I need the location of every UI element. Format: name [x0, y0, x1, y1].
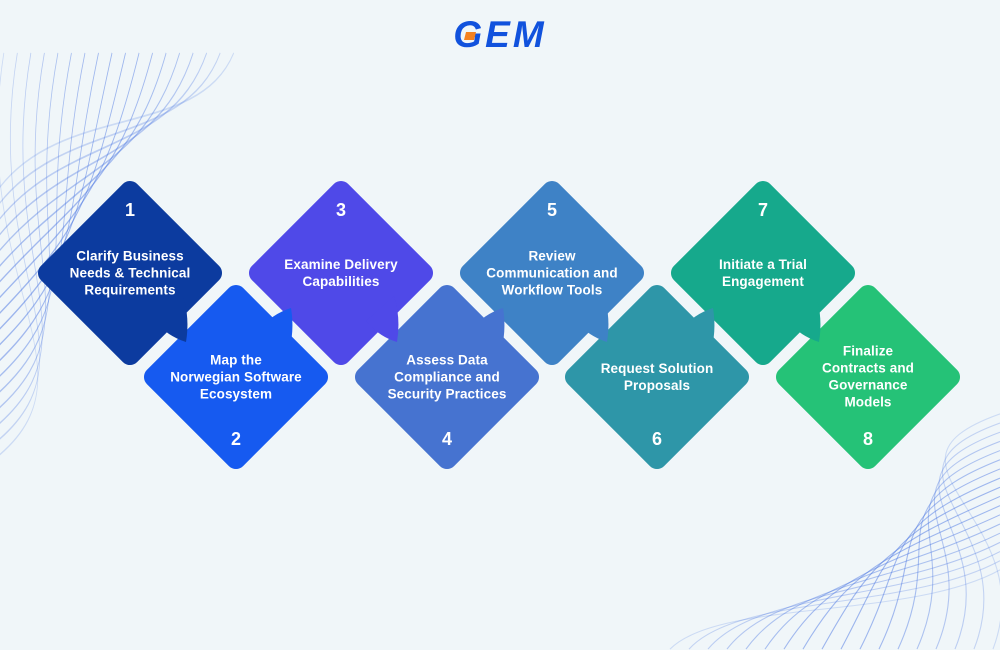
step-number: 3	[335, 200, 346, 220]
step-number: 6	[651, 429, 662, 449]
step-diamond-5: 5 Review Communication and Workflow Tool…	[455, 176, 649, 370]
step-title: Assess Data Compliance and Security Prac…	[387, 352, 507, 402]
step-diamond-2: 2 Map the Norwegian Software Ecosystem	[139, 280, 333, 474]
step-number: 5	[546, 200, 557, 220]
step-number: 4	[441, 429, 452, 449]
step-number: 1	[124, 200, 135, 220]
step-connector-3-4	[366, 296, 399, 342]
step-diamond-3: 3 Examine Delivery Capabilities	[244, 176, 438, 370]
step-diamond-1: 1 Clarify Business Needs & Technical Req…	[33, 176, 227, 370]
step-number: 2	[230, 429, 241, 449]
gem-logo-wrap: GEM	[453, 16, 546, 53]
step-title: Review Communication and Workflow Tools	[486, 248, 618, 298]
step-number: 8	[862, 429, 873, 449]
step-connector-7-8	[788, 296, 821, 342]
step-diamond-4: 4 Assess Data Compliance and Security Pr…	[350, 280, 544, 474]
step-connector-1-2	[155, 296, 188, 342]
step-connector-6-7	[682, 308, 715, 354]
step-title: Request Solution Proposals	[600, 360, 714, 393]
step-title: Map the Norwegian Software Ecosystem	[170, 352, 302, 402]
step-diamond-8: 8 Finalize Contracts and Governance Mode…	[771, 280, 965, 474]
step-number: 7	[757, 200, 768, 220]
step-title: Finalize Contracts and Governance Models	[821, 343, 915, 411]
step-diamond-6: 6 Request Solution Proposals	[560, 280, 754, 474]
step-title: Examine Delivery Capabilities	[284, 256, 398, 289]
step-title: Initiate a Trial Engagement	[719, 256, 807, 289]
step-connector-4-5	[472, 308, 505, 354]
step-connector-5-6	[576, 296, 609, 342]
step-connector-2-3	[260, 308, 293, 354]
step-title: Clarify Business Needs & Technical Requi…	[69, 248, 191, 298]
gem-logo: GEM	[0, 16, 1000, 53]
step-diamond-7: 7 Initiate a Trial Engagement	[666, 176, 860, 370]
